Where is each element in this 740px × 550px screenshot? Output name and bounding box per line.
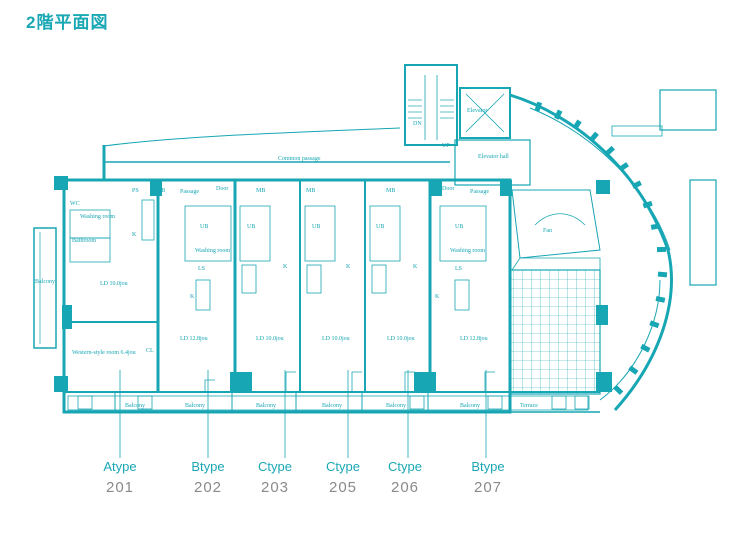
columns: [54, 101, 668, 395]
label-dn: DN: [413, 121, 422, 127]
label-ub-205: UB: [312, 224, 320, 230]
label-ld-207: LD 12.8jou: [460, 336, 488, 342]
label-cl-201: CL: [146, 348, 154, 354]
label-door-207: Door: [442, 186, 454, 192]
unit-number-206: 206: [390, 479, 420, 496]
label-fan: Fan: [543, 228, 552, 234]
unit-number-201: 201: [105, 479, 135, 496]
unit-number-207: 207: [473, 479, 503, 496]
label-ld-206: LD 10.0jou: [387, 336, 415, 342]
label-mb-205: MB: [306, 188, 315, 194]
label-balcony-left: Balcony: [35, 279, 55, 285]
label-ps-201: PS: [132, 188, 139, 194]
label-elevator-hall: Elevator hall: [478, 154, 509, 160]
label-k-201: K: [132, 232, 137, 238]
unit-number-205: 205: [328, 479, 358, 496]
label-balcony-203: Balcony: [256, 403, 276, 409]
label-bathroom: Bathroom: [72, 238, 96, 244]
label-k-202: K: [190, 294, 195, 300]
label-ub-203: UB: [247, 224, 255, 230]
unit-type-202: Btype: [191, 459, 225, 474]
label-passage-202: Passage: [180, 189, 199, 195]
label-mb-206: MB: [386, 188, 395, 194]
label-k-207: K: [435, 294, 440, 300]
unit-type-207: Btype: [471, 459, 505, 474]
label-mb-201: MB: [156, 188, 165, 194]
building-walls: [33, 64, 717, 414]
unit-type-203: Ctype: [258, 459, 292, 474]
unit-type-206: Ctype: [388, 459, 422, 474]
label-k-203: K: [283, 264, 288, 270]
label-k-206: K: [413, 264, 418, 270]
label-k-205: K: [346, 264, 351, 270]
label-washing-room-202: Washing room: [195, 248, 230, 254]
unit-number-202: 202: [193, 479, 223, 496]
label-balcony-201: Balcony: [125, 403, 145, 409]
label-mb-203: MB: [256, 188, 265, 194]
label-ld-201: LD 10.0jou: [100, 281, 128, 287]
label-washing-room-201: Washing room: [80, 214, 115, 220]
label-ld-202: LD 12.8jou: [180, 336, 208, 342]
label-ld-203: LD 10.0jou: [256, 336, 284, 342]
label-passage-207: Passage: [470, 189, 489, 195]
unit-type-201: Atype: [103, 459, 137, 474]
label-balcony-202: Balcony: [185, 403, 205, 409]
label-balcony-205: Balcony: [322, 403, 342, 409]
label-up: UP: [442, 143, 450, 149]
label-terrace: Terrace: [520, 403, 538, 409]
label-ls-202: LS: [198, 266, 205, 272]
label-ls-207: LS: [455, 266, 462, 272]
unit-type-205: Ctype: [326, 459, 360, 474]
label-wc-201: WC: [70, 201, 80, 207]
leader-lines: [119, 370, 487, 458]
label-western-room: Western-style room 6.4jou: [72, 350, 136, 356]
label-balcony-206: Balcony: [386, 403, 406, 409]
page-title: 2階平面図: [26, 13, 109, 32]
label-ld-205: LD 10.0jou: [322, 336, 350, 342]
unit-number-203: 203: [260, 479, 290, 496]
label-common-passage: Common passage: [278, 156, 321, 162]
label-ub-207: UB: [455, 224, 463, 230]
label-door-202: Door: [216, 186, 228, 192]
label-ub-202: UB: [200, 224, 208, 230]
label-ub-206: UB: [376, 224, 384, 230]
label-washing-room-207: Washing room: [450, 248, 485, 254]
label-balcony-207: Balcony: [460, 403, 480, 409]
label-elevator: Elevator: [467, 108, 487, 114]
